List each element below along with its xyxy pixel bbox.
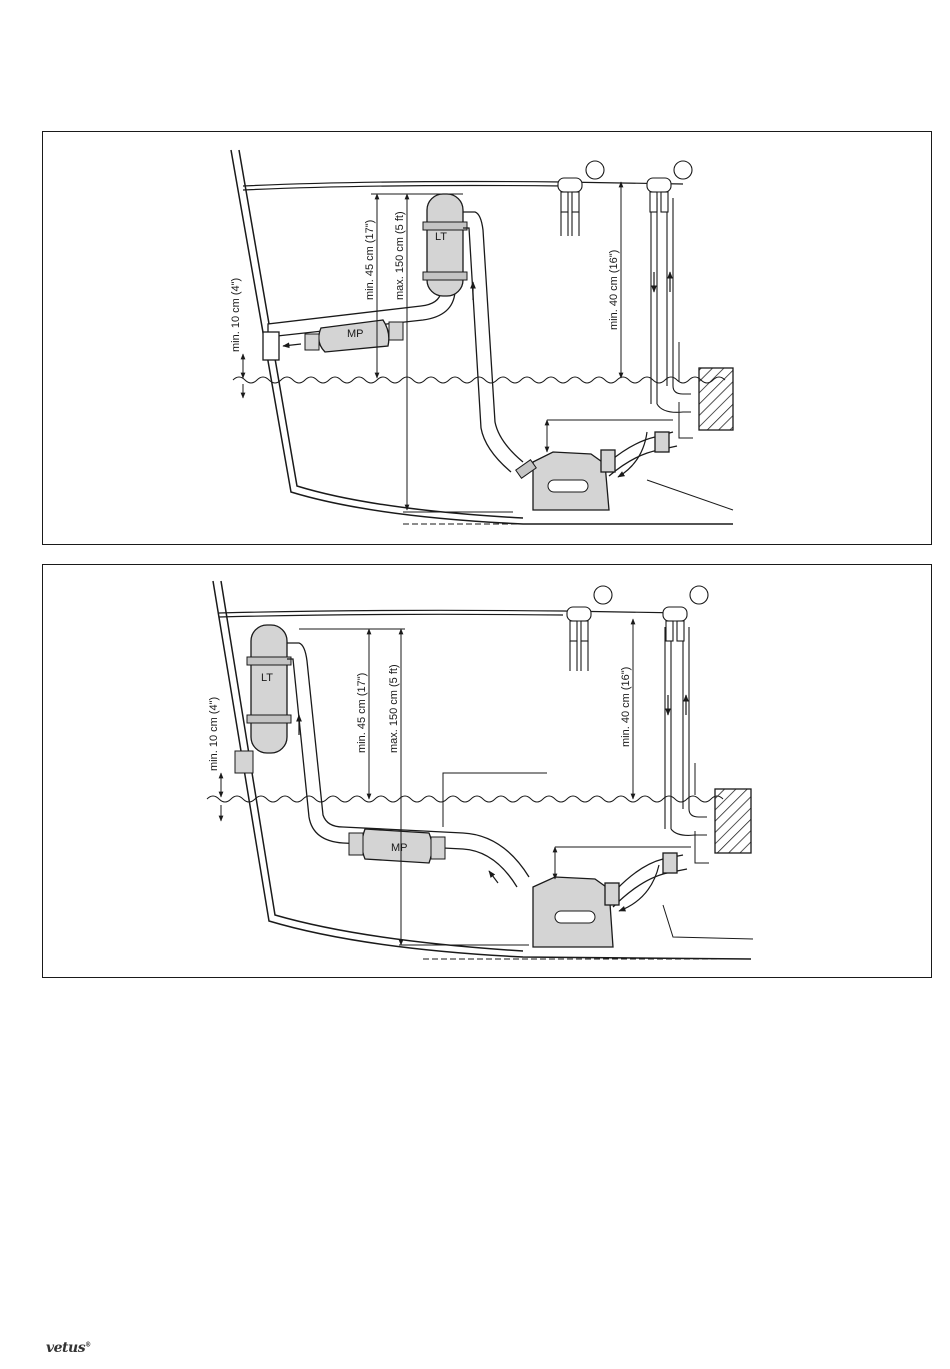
vented-loops [558,161,692,236]
inlet-hose [601,432,677,476]
dim-label-min10: min. 10 cm (4") [230,278,242,352]
waterlock-tank [516,452,609,510]
dim-label-min40: min. 40 cm (16") [608,250,620,330]
inlet-hose [605,853,687,907]
waterline [207,796,723,802]
muffler-mp: MP [349,829,445,863]
installation-diagram-2: LT MP [42,564,932,978]
waterlock-lt: LT [235,625,291,773]
water-pipes [651,198,691,412]
waterlock-lt: LT [423,194,467,296]
diagram-2-drawing: LT MP [43,565,933,979]
installation-diagram-1: MP LT [42,131,932,545]
mp-label: MP [391,842,408,854]
lt-label: LT [435,231,447,243]
dim-label-min40: min. 40 cm (16") [620,667,632,747]
dim-label-max150: max. 150 cm (5 ft) [388,664,400,753]
dimension-lines [221,619,753,945]
riser-hose [463,212,523,472]
vented-loops [567,586,708,671]
dim-label-min10: min. 10 cm (4") [208,697,220,771]
engine-block [695,763,751,863]
callout-circle-1 [594,586,612,604]
mp-label: MP [347,328,364,340]
brand-logo: vetus® [46,1340,91,1356]
dim-label-max150: max. 150 cm (5 ft) [394,211,406,300]
callout-circle-2 [674,161,692,179]
dim-label-min45: min. 45 cm (17") [364,220,376,300]
callout-circle-1 [586,161,604,179]
waterlock-tank [533,877,613,947]
engine-block [679,342,733,438]
water-pipes [665,627,707,835]
callout-circle-2 [690,586,708,604]
dim-label-min45: min. 45 cm (17") [356,673,368,753]
lt-label: LT [261,672,273,684]
diagram-1-drawing: MP LT [43,132,933,546]
